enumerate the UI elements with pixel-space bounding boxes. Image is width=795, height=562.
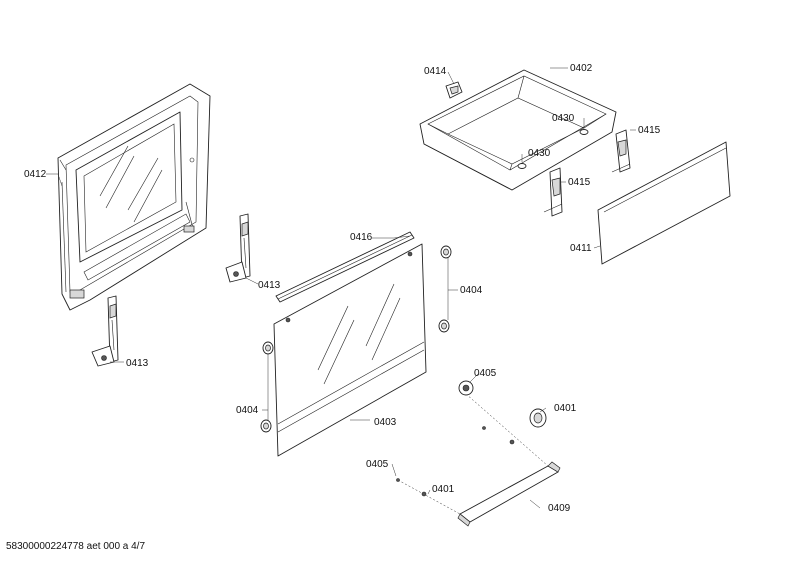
drawer-front-panel-part xyxy=(597,141,731,265)
drawer-bracket-right xyxy=(611,129,631,173)
label-0412: 0412 xyxy=(24,169,47,180)
drawer-bracket-left xyxy=(543,167,563,217)
outer-door-panel-part xyxy=(273,243,427,457)
label-0413-center: 0413 xyxy=(258,280,281,291)
handle-fixing-left xyxy=(396,478,461,515)
handle-fixing-right xyxy=(465,393,549,467)
door-buffer-bottom-right xyxy=(438,319,450,333)
label-0409: 0409 xyxy=(548,503,571,514)
handle-screw-part xyxy=(458,380,474,396)
label-0404-left: 0404 xyxy=(236,405,259,416)
label-0415-right: 0415 xyxy=(638,125,661,136)
door-buffer-bottom-left xyxy=(260,419,272,433)
label-0413-left: 0413 xyxy=(126,358,149,369)
label-0411: 0411 xyxy=(570,243,592,254)
label-0403: 0403 xyxy=(374,417,397,428)
center-hinge-part xyxy=(225,213,251,283)
label-0404-right: 0404 xyxy=(460,285,483,296)
label-0402: 0402 xyxy=(570,63,593,74)
label-0401-bottom: 0401 xyxy=(432,484,455,495)
leader-lines xyxy=(46,67,636,509)
door-buffer-top-left xyxy=(262,341,274,355)
document-reference: 58300000224778 aet 000 a 4/7 xyxy=(6,541,146,552)
label-0415-left: 0415 xyxy=(568,177,591,188)
left-hinge-part xyxy=(91,295,119,367)
inner-door-frame-part xyxy=(57,83,211,311)
handle-knob-part xyxy=(529,408,547,428)
clip-part xyxy=(445,81,463,99)
label-0414: 0414 xyxy=(424,66,447,77)
door-gasket-part xyxy=(275,231,415,303)
label-0430-right: 0430 xyxy=(552,113,575,124)
door-buffer-top-right xyxy=(440,245,452,259)
label-0405-bottom: 0405 xyxy=(366,459,389,470)
door-handle-part xyxy=(457,461,561,527)
label-0401-right: 0401 xyxy=(554,403,577,414)
label-0405-top: 0405 xyxy=(474,368,497,379)
label-0416: 0416 xyxy=(350,232,373,243)
label-0430-center: 0430 xyxy=(528,148,551,159)
